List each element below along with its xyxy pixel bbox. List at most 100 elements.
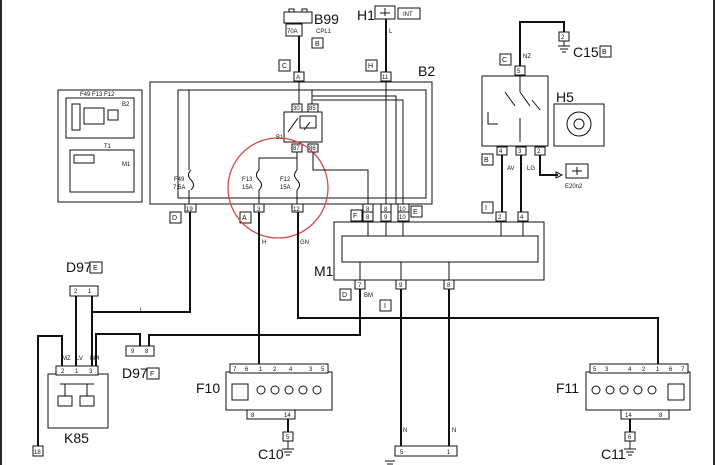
b2-pin-19: 19 (186, 207, 193, 213)
k85-wire-bm: BM (90, 356, 99, 362)
f10-pin-5: 5 (321, 367, 325, 373)
m1-pin-9: 9 (384, 215, 388, 221)
b2-pin-a: A (296, 75, 300, 81)
c11-ground: 6 C11 (601, 431, 636, 462)
relay-pin-85: 85 (309, 106, 316, 112)
relay-pin-86: 86 (309, 146, 316, 152)
wiring-harness: H GN (37, 19, 659, 446)
d97f-label: D97 (122, 365, 148, 381)
f10-pin-7: 7 (233, 367, 237, 373)
f10-pin-2: 2 (273, 367, 277, 373)
window-border-left (0, 0, 2, 465)
h5-switch: 5 4 3 2 C B I H5 AV LG (481, 53, 605, 214)
f10-label: F10 (196, 380, 220, 396)
ground-pin-1: 1 (447, 450, 451, 456)
f11-pin-1: 1 (656, 367, 660, 373)
k85-label: K85 (64, 430, 89, 446)
h5-pin-3: 3 (518, 149, 522, 155)
fuse-f12: F12 15A (280, 169, 300, 191)
m1-pin-4: 4 (520, 215, 524, 221)
highlight-circle (227, 137, 329, 239)
k85-component: 2 1 3 K85 MZ LV BM (47, 356, 109, 446)
k85-wire-mz: MZ (62, 356, 71, 362)
fuse-f49-rating: 7.5A (173, 185, 185, 191)
d97f-connector: F (150, 371, 154, 378)
f10-pin-14: 14 (284, 413, 291, 419)
b2-conn-e: E (413, 209, 418, 216)
h5-conn-i: I (485, 205, 487, 212)
d97-e-connector: D97 E 2 1 L (66, 259, 144, 314)
f10-pin-4: 4 (289, 367, 293, 373)
k85-pin-3: 3 (89, 369, 93, 375)
h5-conn-c: C (502, 57, 507, 64)
m1-wire-bm: BM (364, 293, 373, 299)
c15-pin: 2 (561, 35, 565, 41)
b2-pin-8b: 8 (384, 207, 388, 213)
c10-label: C10 (258, 446, 284, 462)
c15-label: C15 (573, 44, 599, 60)
f10-pin-8: 8 (251, 413, 255, 419)
d97f-pin-9: 9 (131, 349, 135, 355)
k85-wire-lv: LV (76, 356, 83, 362)
c10-ground: 5 C10 (258, 431, 294, 462)
ground-wire-n1: N (403, 428, 407, 434)
h1-label: H1 (357, 7, 375, 23)
inset-title: F49 F13 F12 (80, 92, 115, 98)
h5-pin-2: 2 (537, 149, 541, 155)
fuse-f12-name: F12 (280, 177, 291, 183)
inset-fusebox-map: F49 F13 F12 B2 T1 M1 (57, 89, 143, 203)
fuse-f13-rating: 15A (242, 185, 253, 191)
f11-pin-8: 8 (659, 413, 663, 419)
b2-conn-f: F (353, 213, 357, 220)
ground-pin-5: 5 (400, 450, 404, 456)
h5-wire-av: AV (507, 166, 515, 172)
f10-pin-6: 6 (245, 367, 249, 373)
wire-gn-label: GN (300, 240, 309, 246)
b99-component: B99 70A CPL1 B (283, 8, 339, 49)
m1-pin-8: 8 (366, 215, 370, 221)
b2-pin-12: 12 (293, 207, 300, 213)
h1-wire: L (389, 29, 393, 35)
f10-pin-1: 1 (259, 367, 263, 373)
m1-pin-10: 10 (399, 215, 406, 221)
e20-reference: E20n2 (539, 155, 589, 190)
relay-pin-30: 30 (293, 106, 300, 112)
c15-wire: NZ (523, 54, 531, 60)
m1-pin-7: 7 (358, 283, 362, 289)
f11-lamp-cluster: F11 5 3 4 2 1 6 7 14 8 (556, 363, 691, 420)
b2-pin-8a: 8 (366, 207, 370, 213)
f11-pin-5: 5 (593, 367, 597, 373)
b2-inner-frame (177, 89, 427, 199)
b2-relay: 30 85 B1 87 86 (276, 103, 323, 153)
window-border-right (713, 0, 715, 465)
c15-connector: B (602, 49, 607, 56)
h5-conn-b: B (484, 157, 489, 164)
inset-m1: M1 (122, 162, 131, 168)
b2-pin-11: 11 (382, 75, 389, 81)
h1-component: H1 INT L (357, 5, 421, 35)
f11-pin-2: 2 (642, 367, 646, 373)
m1-pin-2: 2 (498, 215, 502, 221)
c11-label: C11 (601, 446, 626, 462)
d97e-pin-2: 2 (74, 289, 78, 295)
b2-fusebox (149, 81, 433, 205)
h5-pin-5: 5 (517, 69, 521, 75)
c15-component: 2 C15 B NZ (523, 31, 612, 60)
b99-label: B99 (314, 11, 339, 27)
h5-label: H5 (556, 89, 574, 105)
b99-connector: B (315, 41, 320, 48)
relay-pin-87: 87 (293, 146, 300, 152)
f11-pin-4: 4 (628, 367, 632, 373)
fuse-f13-name: F13 (242, 177, 253, 183)
e20-label: E20n2 (565, 184, 583, 190)
f10-pin-3: 3 (309, 367, 313, 373)
m1-pin-8b: 8 (447, 283, 451, 289)
c11-pin: 6 (628, 435, 632, 441)
f10-lamp-cluster: F10 7 6 1 2 4 3 5 8 14 (196, 363, 333, 420)
f11-pin-3: 3 (605, 367, 609, 373)
fuse-f12-rating: 15A (280, 185, 291, 191)
b2-conn-a: A (242, 215, 247, 222)
m1-pin-9b: 9 (399, 283, 403, 289)
h5-wire-lg: LG (527, 166, 535, 172)
inset-b2: B2 (122, 102, 130, 108)
